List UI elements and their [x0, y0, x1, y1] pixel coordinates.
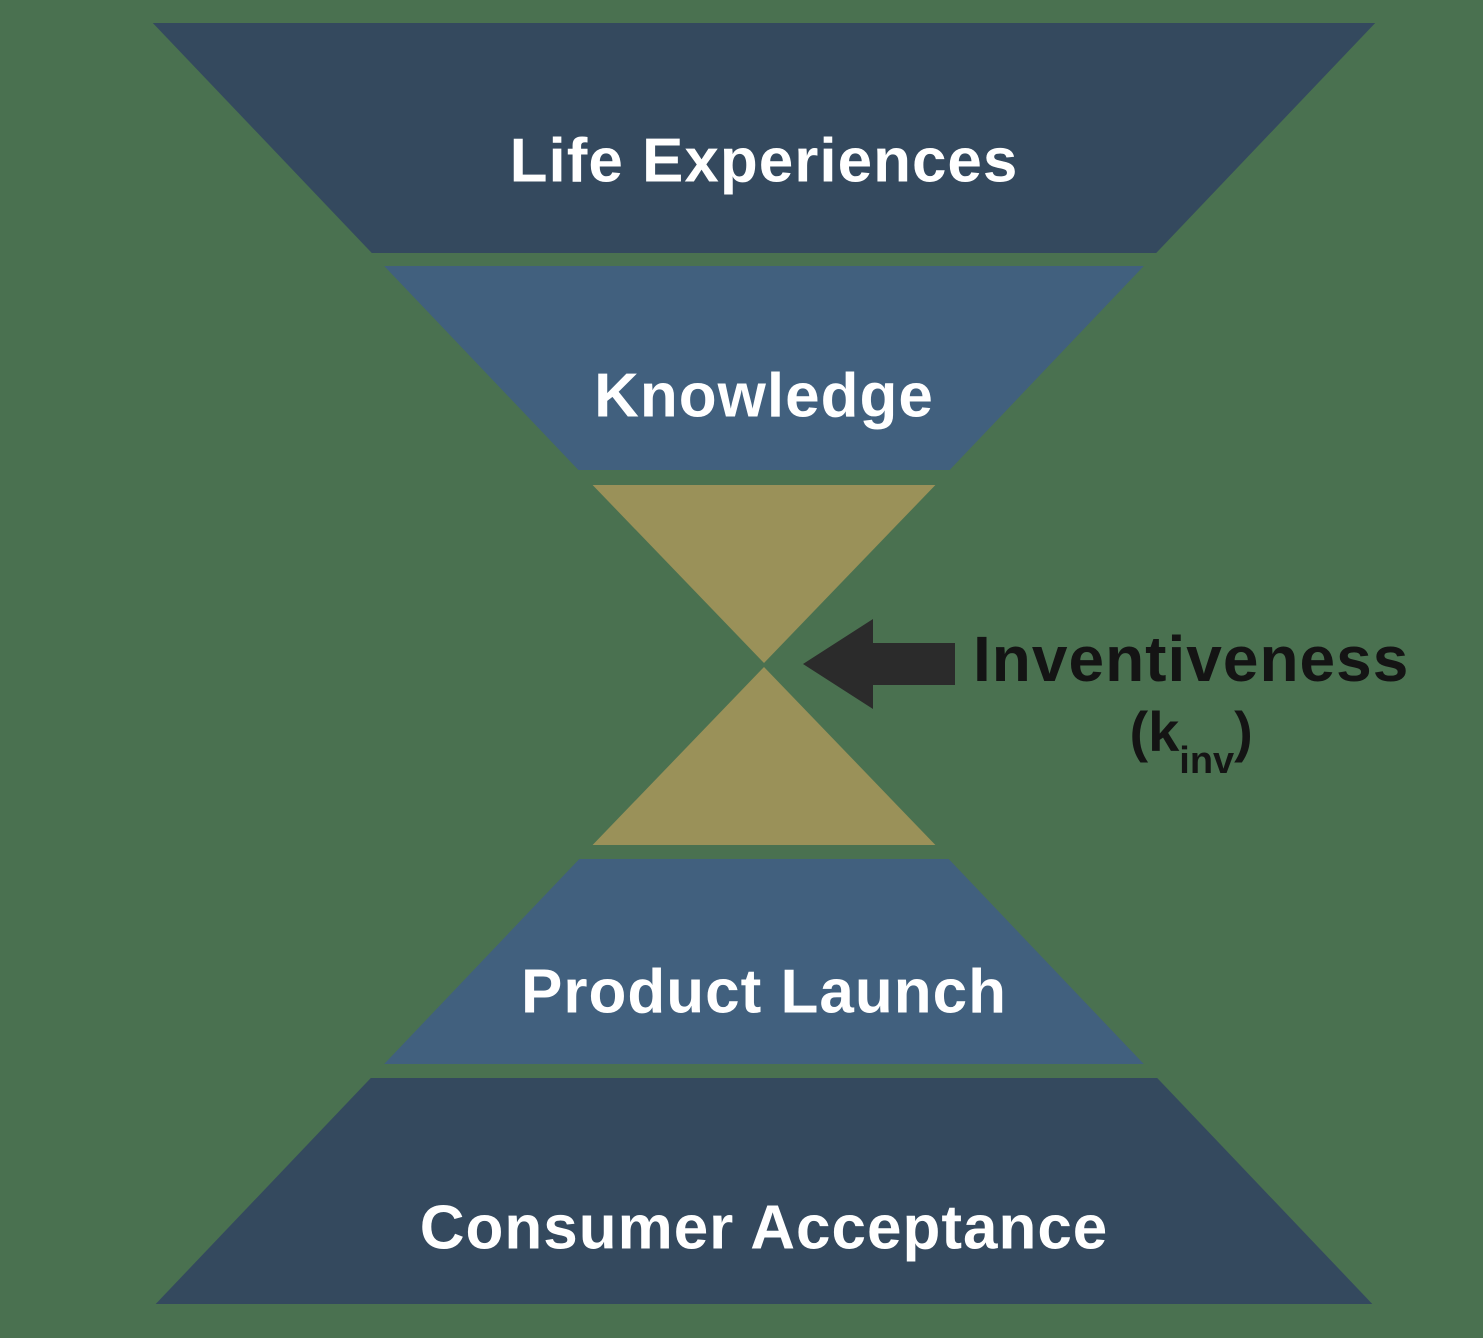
product-launch-shape — [384, 859, 1144, 1064]
inventiveness-annotation: Inventiveness (kinv) — [973, 623, 1410, 780]
inventiveness-annotation-symbol: (kinv) — [973, 694, 1409, 780]
life-experiences-label: Life Experiences — [509, 126, 1019, 196]
inventiveness-annotation-title: Inventiveness — [973, 623, 1410, 695]
product-launch-label: Product Launch — [521, 957, 1007, 1027]
k-paren-open: (k — [1129, 700, 1180, 763]
left-arrow-icon — [803, 619, 955, 709]
k-paren-close: ) — [1234, 700, 1253, 763]
consumer-acceptance-label: Consumer Acceptance — [419, 1193, 1109, 1263]
life-experiences-shape — [152, 23, 1376, 253]
knowledge-label: Knowledge — [594, 361, 934, 431]
inventiveness-top-triangle — [592, 485, 936, 663]
inventiveness-bottom-triangle — [592, 667, 936, 845]
consumer-acceptance-shape — [155, 1078, 1373, 1304]
k-subscript: inv — [1179, 740, 1235, 782]
knowledge-shape — [384, 266, 1144, 470]
